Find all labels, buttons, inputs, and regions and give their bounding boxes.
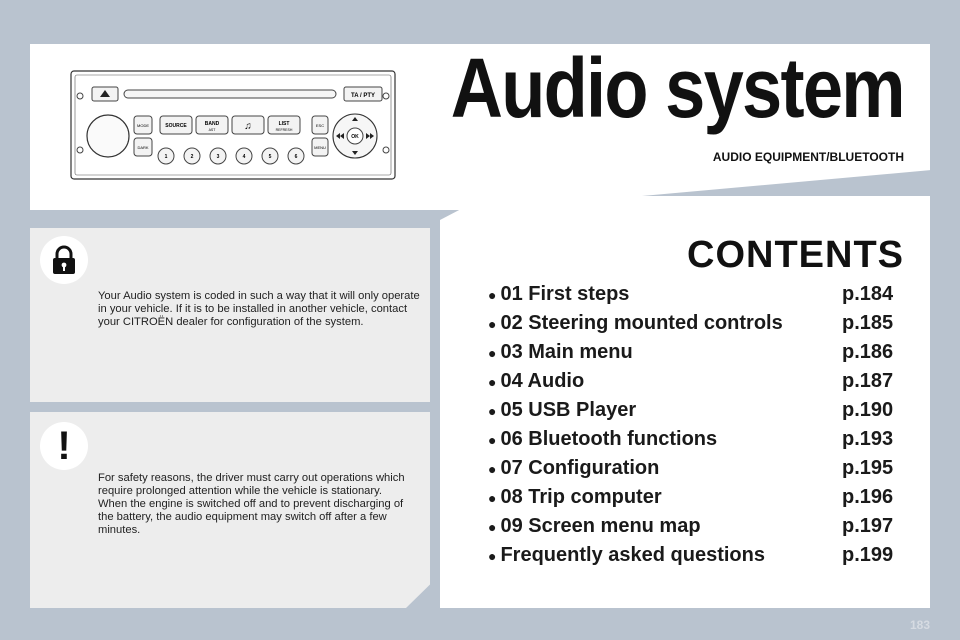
preset-label: 3: [217, 154, 220, 160]
bullet-icon: ●: [488, 402, 497, 419]
toc-item[interactable]: ●06 Bluetooth functions p.193: [488, 425, 904, 454]
preset-button: [235, 147, 253, 165]
lock-icon: [40, 236, 88, 284]
toc-item[interactable]: ●02 Steering mounted controls p.185: [488, 309, 904, 338]
eject-icon: [100, 90, 110, 97]
volume-knob: [86, 114, 130, 158]
list-label: LIST: [279, 121, 290, 127]
mounting-hole: [76, 146, 84, 154]
bullet-icon: ●: [488, 286, 497, 303]
toc-page: p.197: [842, 515, 894, 537]
toc-item[interactable]: ●09 Screen menu map p.197: [488, 512, 904, 541]
safety-note-text: For safety reasons, the driver must carr…: [98, 472, 405, 536]
toc-label: Frequently asked questions: [500, 544, 765, 566]
source-button: [159, 115, 193, 135]
mounting-hole: [382, 146, 390, 154]
up-arrow-icon: [352, 117, 358, 121]
right-arrow-icon: [366, 133, 374, 139]
page-subtitle: AUDIO EQUIPMENT/BLUETOOTH: [712, 150, 904, 164]
toc-label: 09 Screen menu map: [500, 515, 701, 537]
preset-label: 2: [191, 154, 194, 160]
toc-item[interactable]: ●01 First steps p.184: [488, 280, 904, 309]
toc-label: 04 Audio: [500, 370, 585, 392]
preset-label: 6: [295, 154, 298, 160]
list-sublabel: REFRESH: [276, 128, 293, 132]
page-number: 183: [909, 618, 930, 632]
ta-pty-button: [343, 86, 383, 102]
toc-label: 01 First steps: [500, 283, 630, 305]
preset-button: [157, 147, 175, 165]
safety-note-panel: [30, 412, 430, 608]
left-arrow-icon: [336, 133, 344, 139]
preset-button: [287, 147, 305, 165]
bullet-icon: ●: [488, 315, 497, 332]
dark-button: [133, 137, 153, 157]
toc-item[interactable]: ●08 Trip computer p.196: [488, 483, 904, 512]
bullet-icon: ●: [488, 431, 497, 448]
preset-label: 1: [165, 154, 168, 160]
security-note-panel: [30, 228, 430, 402]
bullet-icon: ●: [488, 373, 497, 390]
toc-item[interactable]: ●05 USB Player p.190: [488, 396, 904, 425]
cd-slot: [123, 89, 337, 99]
bullet-icon: ●: [488, 460, 497, 477]
mode-label: MODE: [137, 123, 149, 128]
band-label: BAND: [205, 121, 220, 127]
preset-button: [261, 147, 279, 165]
mode-button: [133, 115, 153, 135]
down-arrow-icon: [352, 151, 358, 155]
bullet-icon: ●: [488, 344, 497, 361]
preset-button: [183, 147, 201, 165]
list-button: [267, 115, 301, 135]
toc-item[interactable]: ●07 Configuration p.195: [488, 454, 904, 483]
contents-panel: [440, 196, 930, 608]
preset-label: 5: [269, 154, 272, 160]
toc-label: 05 USB Player: [500, 399, 637, 421]
toc-label: 07 Configuration: [500, 457, 660, 479]
bullet-icon: ●: [488, 518, 497, 535]
preset-buttons: 1 2 3 4 5 6: [157, 147, 305, 165]
music-button: [231, 115, 265, 135]
table-of-contents: ●01 First steps p.184 ●02 Steering mount…: [488, 280, 904, 570]
toc-page: p.195: [842, 457, 894, 479]
dark-label: DARK: [137, 145, 148, 150]
toc-page: p.187: [842, 370, 894, 392]
toc-page: p.193: [842, 428, 894, 450]
toc-page: p.186: [842, 341, 894, 363]
ok-button: [346, 127, 364, 145]
menu-button: [311, 137, 329, 157]
esc-button: [311, 115, 329, 135]
music-note-icon: ♫: [244, 121, 252, 132]
toc-item[interactable]: ●04 Audio p.187: [488, 367, 904, 396]
bullet-icon: ●: [488, 547, 497, 564]
preset-button: [209, 147, 227, 165]
esc-label: ESC: [316, 123, 324, 128]
band-button: [195, 115, 229, 135]
contents-heading: CONTENTS: [687, 234, 904, 276]
bullet-icon: ●: [488, 489, 497, 506]
ta-pty-label: TA / PTY: [351, 93, 375, 99]
toc-label: 08 Trip computer: [500, 486, 662, 508]
toc-label: 06 Bluetooth functions: [500, 428, 718, 450]
toc-page: p.184: [842, 283, 894, 305]
ok-label: OK: [351, 134, 359, 140]
toc-page: p.190: [842, 399, 894, 421]
source-label: SOURCE: [165, 123, 187, 129]
security-note-text: Your Audio system is coded in such a way…: [98, 290, 420, 328]
toc-label: 03 Main menu: [500, 341, 633, 363]
toc-item[interactable]: ●03 Main menu p.186: [488, 338, 904, 367]
toc-page: p.196: [842, 486, 894, 508]
toc-page: p.185: [842, 312, 894, 334]
page-title: Audio system: [450, 41, 906, 135]
menu-label: MENU: [314, 145, 326, 150]
toc-page: p.199: [842, 544, 894, 566]
radio-unit-illustration: TA / PTY MODE DARK SOURCE BAND AST ♫ LIS…: [70, 70, 396, 180]
warning-icon: !: [40, 422, 88, 470]
preset-label: 4: [243, 154, 246, 160]
toc-item[interactable]: ●Frequently asked questions p.199: [488, 541, 904, 570]
mounting-hole: [382, 92, 390, 100]
mounting-hole: [76, 92, 84, 100]
toc-label: 02 Steering mounted controls: [500, 312, 783, 334]
band-sublabel: AST: [209, 128, 217, 132]
